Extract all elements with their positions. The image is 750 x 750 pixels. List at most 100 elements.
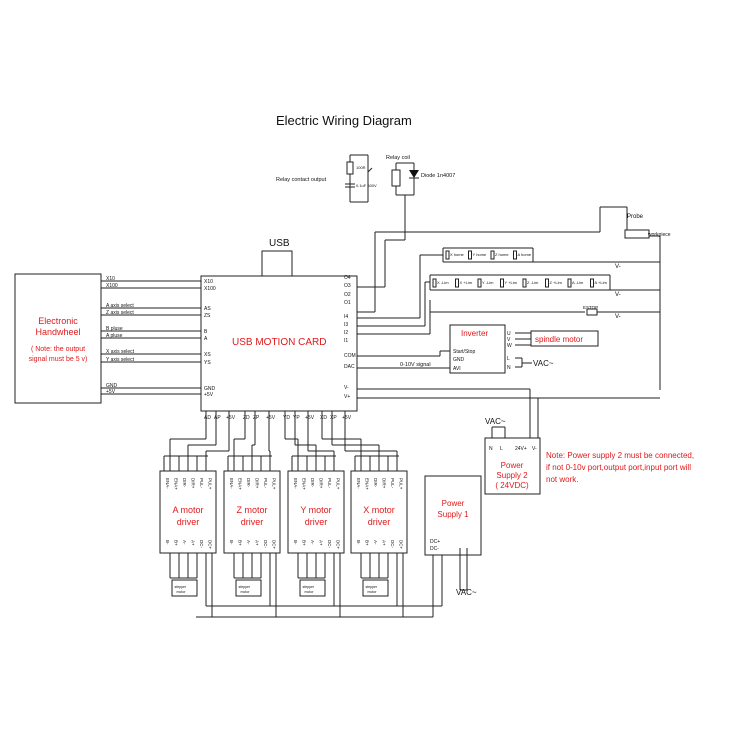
- stepper-motor-label: stepper: [303, 585, 316, 589]
- driver-pin-top: ENA-: [356, 478, 361, 489]
- estop-label: ESTOP: [583, 305, 598, 310]
- limit-switch: [477, 278, 482, 288]
- limit-switch-label: X -Lim: [437, 280, 449, 285]
- motor-driver-4: X motordriverENA-ENA+DIR-DIR+PUL-PUL+B-B…: [321, 411, 408, 617]
- probe-section: Probe workpiece: [374, 206, 671, 390]
- card-pin-v: V-: [344, 385, 349, 391]
- handwheel-pin-label: Y axis select: [106, 357, 135, 363]
- card-pin-a: A: [204, 336, 208, 342]
- driver-pin-top: DIR+: [255, 478, 260, 489]
- inverter-pin-right: U: [507, 331, 511, 337]
- power-supply-2: [484, 437, 541, 495]
- inverter-pin-left: Start/Stop: [453, 349, 475, 355]
- driver-pin-bottom: B+: [302, 540, 307, 546]
- driver-pin-bottom: B-: [293, 540, 298, 545]
- v-minus-label-1: V-: [615, 264, 621, 270]
- driver-pin-top: ENA-: [229, 478, 234, 489]
- card-pin-x10: X10: [204, 279, 213, 285]
- stepper-motor: [362, 579, 389, 597]
- card-pin-b: B: [204, 329, 208, 335]
- inverter-pin-right: N: [507, 365, 511, 371]
- limit-switch: [590, 278, 594, 288]
- driver-pin-bottom: A-: [182, 540, 187, 545]
- limit-switch-label: Z +Lim: [550, 280, 563, 285]
- driver-pin-top: ENA+: [365, 478, 370, 490]
- driver-pin-bottom: A-: [373, 540, 378, 545]
- capacitor-label: 0.1uF 600V: [356, 183, 377, 188]
- diode-label: Diode 1n4007: [421, 173, 455, 179]
- workpiece-label: workpiece: [648, 232, 671, 238]
- ps2-pin: 24V+: [515, 446, 527, 452]
- stepper-motor-label: motor: [368, 590, 378, 594]
- ps2-pin: N: [489, 446, 493, 452]
- ps2-vac-label: VAC~: [485, 417, 506, 426]
- limit-switch-label: Z -Lim: [527, 280, 539, 285]
- card-pin-zs: ZS: [204, 313, 211, 319]
- inverter-pin-left: AVI: [453, 366, 461, 372]
- card-pin-bottom: YP: [293, 415, 300, 421]
- limit-switch-label: X +Lim: [460, 280, 473, 285]
- relay-coil-label: Relay coil: [386, 155, 410, 161]
- driver-pin-top: DIR+: [382, 478, 387, 489]
- driver-pin-bottom: DC+: [399, 540, 404, 549]
- limit-switch-label: Y +Lim: [505, 280, 518, 285]
- power-supply-1: [424, 475, 482, 556]
- driver-pin-bottom: A-: [310, 540, 315, 545]
- driver-pin-top: DIR+: [319, 478, 324, 489]
- v-minus-label-2: V-: [615, 292, 621, 298]
- limit-switch-label: A -Lim: [572, 280, 584, 285]
- note-line-1: Note: Power supply 2 must be connected,: [546, 451, 694, 460]
- driver-pin-top: ENA+: [174, 478, 179, 490]
- card-pin-ys: YS: [204, 360, 211, 366]
- card-pin-bottom: +5V: [266, 415, 276, 421]
- ps1-vac-label: VAC~: [456, 588, 477, 597]
- driver-pin-top: DIR+: [191, 478, 196, 489]
- handwheel-pin-label: Z axis select: [106, 310, 134, 316]
- home-switch-label: A home: [518, 252, 532, 257]
- driver-pin-bottom: DC+: [272, 540, 277, 549]
- limit-switch-label: A +Lim: [595, 280, 608, 285]
- stepper-motor-label: motor: [305, 590, 315, 594]
- driver-pin-top: DIR-: [373, 478, 378, 488]
- limit-switch: [500, 278, 504, 288]
- limit-switch: [522, 278, 527, 288]
- driver-pin-bottom: B-: [165, 540, 170, 545]
- home-switch-label: Z home: [495, 252, 509, 257]
- driver-pin-top: DIR-: [246, 478, 251, 488]
- motor-drivers: A motordriverENA-ENA+DIR-DIR+PUL-PUL+B-B…: [159, 411, 408, 617]
- relay-section: 100R 0.1uF 600V Relay contact output Rel…: [276, 154, 455, 288]
- motor-driver-1: A motordriverENA-ENA+DIR-DIR+PUL-PUL+B-B…: [159, 411, 230, 617]
- relay-coil: [391, 169, 401, 187]
- driver-pin-top: PUL-: [327, 478, 332, 489]
- usb-motion-card: [200, 275, 358, 412]
- note-line-3: not work.: [546, 475, 578, 484]
- driver-pin-top: PUL-: [199, 478, 204, 489]
- card-pin-as: AS: [204, 306, 211, 312]
- limit-switch: [432, 278, 437, 288]
- snubber-resistor: [346, 161, 354, 175]
- handwheel-note-2: signal must be 5 v): [29, 356, 88, 363]
- workpiece: [624, 229, 650, 239]
- driver-pin-top: ENA+: [238, 478, 243, 490]
- card-pin-gnd: GND: [204, 386, 216, 392]
- card-pin-bottom: XP: [330, 415, 337, 421]
- card-pin-i4: I4: [344, 314, 348, 320]
- handwheel-pin-label: A axis select: [106, 303, 134, 309]
- limit-switch: [567, 278, 572, 288]
- card-pin-o1: O1: [344, 300, 351, 306]
- card-pin-bottom: YD: [283, 415, 290, 421]
- driver-pin-bottom: B-: [229, 540, 234, 545]
- driver-pin-bottom: A-: [246, 540, 251, 545]
- driver-pin-bottom: DC+: [336, 540, 341, 549]
- driver-box: [350, 470, 408, 554]
- card-pin-v: V+: [344, 394, 350, 400]
- driver-pin-top: ENA-: [293, 478, 298, 489]
- driver-pin-bottom: DC-: [263, 540, 268, 548]
- inverter-pin-right: W: [507, 343, 512, 349]
